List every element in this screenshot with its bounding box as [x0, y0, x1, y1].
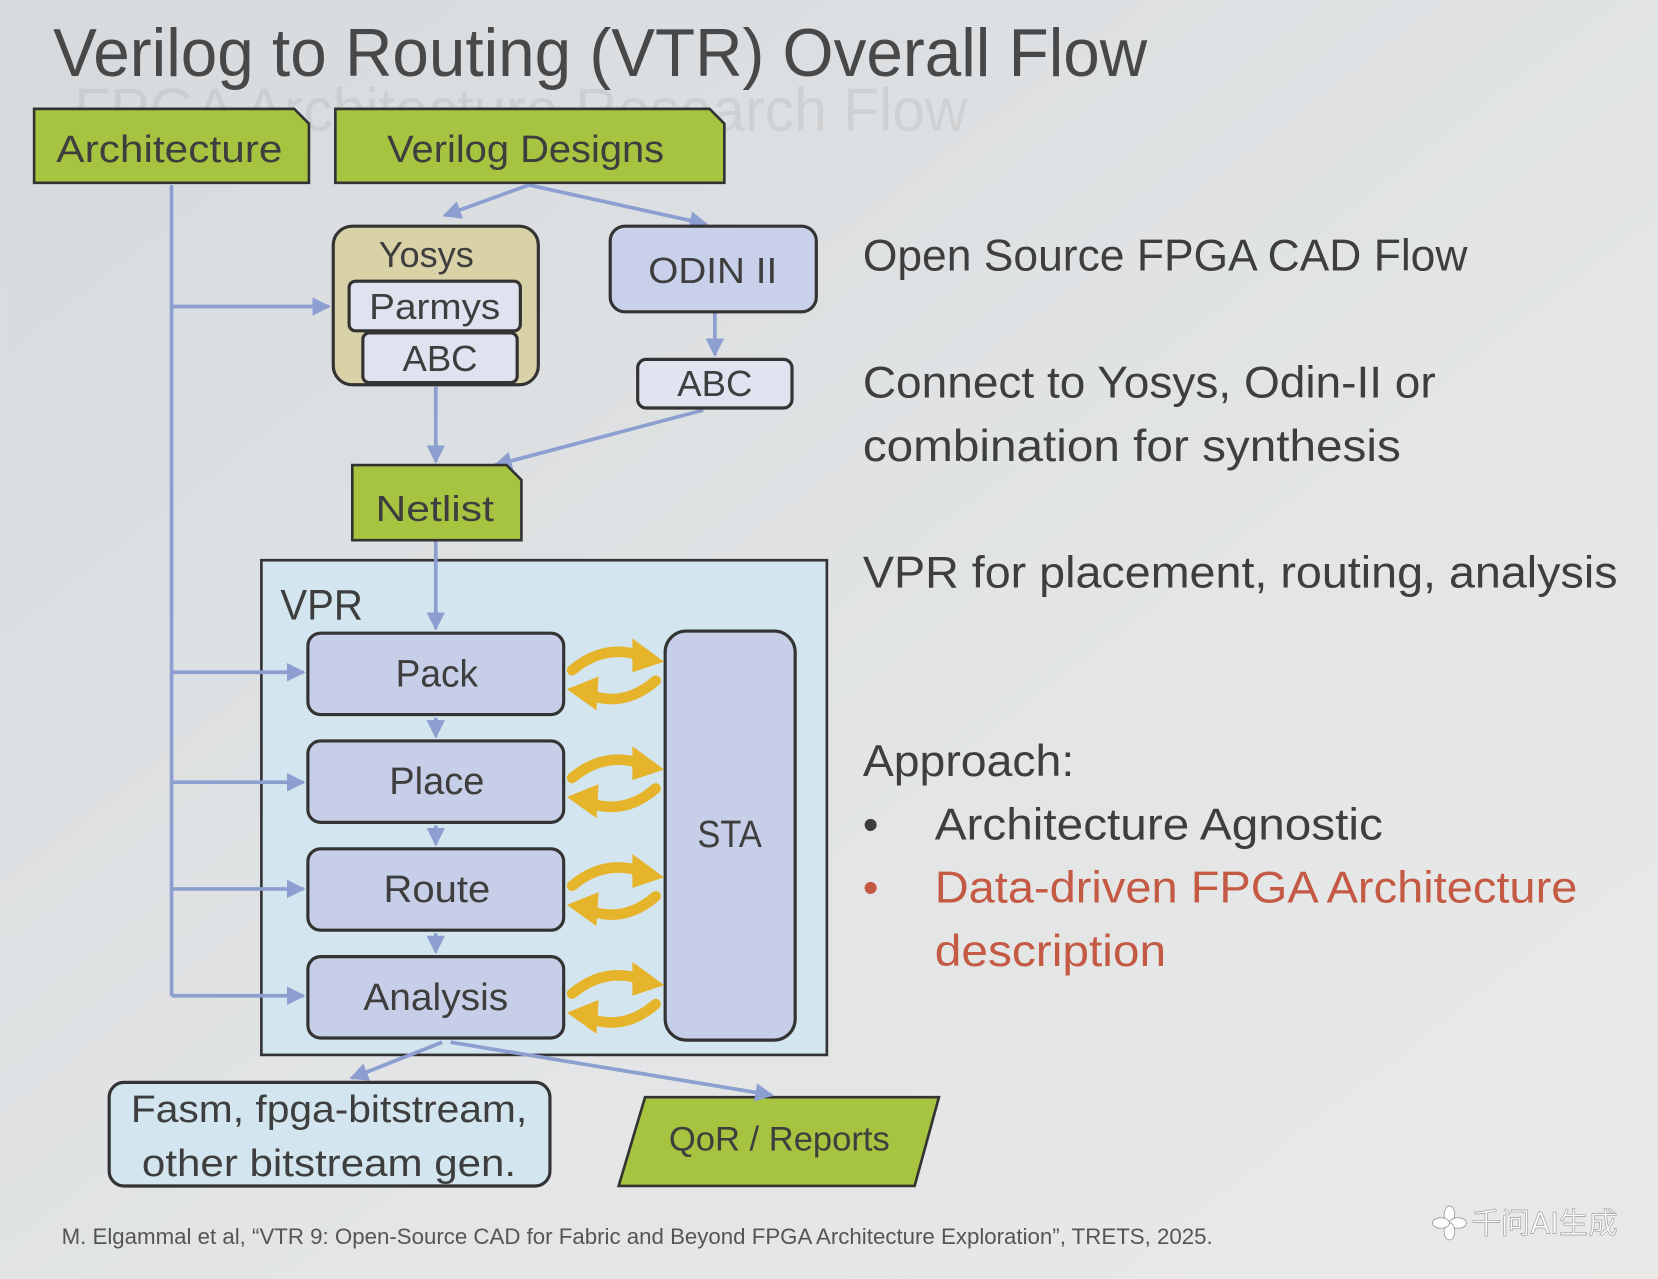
note-vpr: VPR for placement, routing, analysis — [863, 549, 1618, 598]
route-label: Route — [383, 869, 490, 911]
odin-box — [608, 224, 818, 314]
verilog-designs-input: Verilog Designs — [334, 107, 726, 185]
note-cad-flow: Open Source FPGA CAD Flow — [863, 232, 1469, 281]
architecture-label: Architecture — [56, 129, 282, 171]
flower-logo-icon — [1432, 1205, 1467, 1241]
approach-heading: Approach: — [863, 737, 1074, 786]
feedback-arrowhead-left — [566, 892, 599, 926]
arrow-vpr-to-reports — [450, 1040, 774, 1102]
reports-output-box — [616, 1095, 941, 1188]
bullet-architecture-agnostic: Architecture Agnostic — [935, 800, 1383, 849]
netlist-box — [350, 463, 523, 542]
yosys-abc-label: ABC — [402, 338, 477, 379]
reports-output-label: QoR / Reports — [669, 1120, 890, 1158]
odin-abc-label: ABC — [677, 363, 752, 404]
bitstream-output-line-1: Fasm, fpga-bitstream, — [131, 1089, 527, 1131]
note-synthesis-line-2: combination for synthesis — [863, 422, 1401, 471]
feedback-arrowhead-left — [566, 999, 599, 1034]
odin-abc-box — [636, 357, 794, 410]
arrow-vpr-to-bitstream — [349, 1040, 443, 1081]
analysis-label: Analysis — [363, 977, 508, 1019]
bullet-data-driven-line-2: description — [935, 927, 1166, 976]
sta-box — [663, 629, 797, 1042]
feedback-arrowhead-right — [632, 638, 665, 673]
verilog-designs-box — [334, 107, 726, 185]
feedback-arrows-route-sta — [566, 854, 665, 926]
page-title: Verilog to Routing (VTR) Overall Flow — [53, 16, 1147, 91]
odin-block: ODIN II ABC — [608, 224, 818, 410]
architecture-input: Architecture — [32, 107, 311, 185]
bullet-data-driven-line-1: Data-driven FPGA Architecture — [935, 864, 1578, 913]
sta-block: STA — [663, 629, 797, 1042]
architecture-box — [32, 107, 311, 185]
flow-arrows — [169, 183, 774, 1102]
vpr-stage-analysis: Analysis — [306, 955, 566, 1040]
feedback-arrows-analysis-sta — [566, 961, 665, 1034]
feedback-arrowhead-right — [632, 961, 665, 996]
vpr-stage-pack: Pack — [306, 631, 566, 717]
arrow-abc-to-netlist — [493, 408, 704, 470]
vpr-label: VPR — [280, 581, 362, 628]
bitstream-output-box — [107, 1080, 552, 1188]
parmys-box — [347, 279, 522, 333]
analysis-box — [306, 955, 566, 1040]
footer-citation: M. Elgammal et al, “VTR 9: Open-Source C… — [62, 1224, 1213, 1249]
arrow-verilog-to-yosys — [442, 183, 530, 219]
watermark-text: 千问AI生成 — [1472, 1207, 1618, 1241]
netlist-block: Netlist — [350, 463, 523, 542]
odin-label: ODIN II — [648, 250, 777, 291]
arrow-verilog-to-odin — [528, 183, 709, 230]
verilog-designs-label: Verilog Designs — [387, 129, 664, 171]
route-box — [306, 847, 566, 932]
yosys-abc-box — [361, 331, 519, 385]
note-synthesis-line-1: Connect to Yosys, Odin-II or — [863, 358, 1436, 407]
parmys-label: Parmys — [369, 286, 500, 327]
yosys-label: Yosys — [379, 234, 474, 275]
feedback-arrowhead-left — [566, 784, 599, 819]
feedback-arrowhead-right — [632, 854, 665, 888]
bullet-marker-highlight: • — [863, 864, 879, 913]
pack-box — [306, 631, 566, 717]
yosys-block: Yosys Parmys ABC — [331, 224, 540, 387]
sta-label: STA — [697, 814, 762, 856]
bitstream-output-line-2: other bitstream gen. — [142, 1143, 516, 1185]
feedback-arrowhead-left — [566, 676, 599, 711]
pack-label: Pack — [396, 653, 479, 695]
vpr-stage-place: Place — [306, 739, 566, 824]
notes-panel: Open Source FPGA CAD Flow Connect to Yos… — [863, 232, 1618, 977]
netlist-label: Netlist — [376, 488, 494, 529]
feedback-arrows-pack-sta — [566, 638, 665, 711]
vpr-stage-route: Route — [306, 847, 566, 932]
bullet-marker: • — [863, 800, 879, 849]
feedback-arrows-place-sta — [566, 746, 665, 819]
watermark: 千问AI生成 — [1432, 1205, 1618, 1241]
feedback-arrowhead-right — [632, 746, 665, 781]
place-label: Place — [389, 761, 484, 803]
place-box — [306, 739, 566, 824]
